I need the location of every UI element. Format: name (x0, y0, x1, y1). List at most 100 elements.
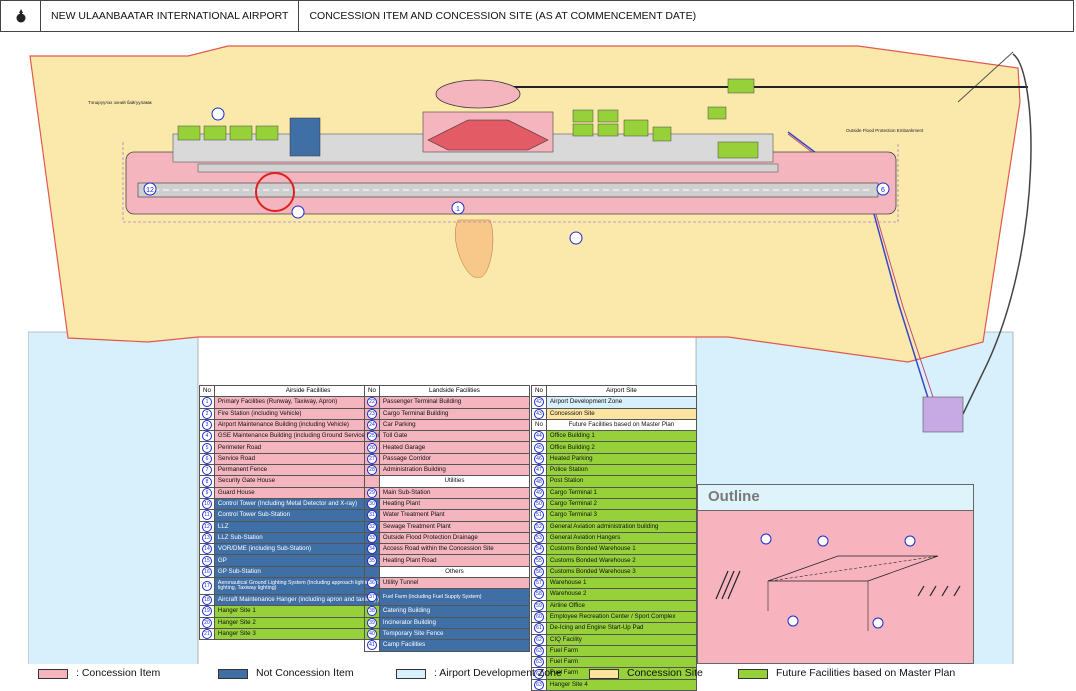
row-number-badge: 43 (533, 409, 544, 419)
row-number: 31 (364, 509, 380, 522)
row-label: Passage Corridor (378, 452, 531, 466)
row-number-badge: 48 (533, 476, 544, 487)
row-label: Car Parking (378, 418, 531, 432)
row-number: 63 (531, 656, 547, 669)
row-number: 30 (364, 497, 380, 511)
row-label: Primary Facilities (Runway, Taxiway, Apr… (213, 396, 403, 409)
row-number: 12 (199, 520, 215, 533)
row-number: 15 (199, 554, 215, 567)
row-number-badge: 37 (366, 592, 377, 603)
access-road (957, 51, 1014, 103)
row-label: Main Sub-Station (378, 486, 531, 499)
row-number-badge: 3 (201, 420, 212, 430)
row-number-badge: 63 (533, 657, 544, 667)
row-label: Airline Office (545, 599, 698, 612)
row-number: 38 (364, 605, 380, 618)
row-number-badge: 58 (533, 589, 544, 600)
runway-no-label: 1 (456, 206, 460, 213)
row-number-badge: 20 (201, 618, 212, 628)
row-number: 56 (531, 565, 547, 579)
legend-label-development-zone: : Airport Development Zone (434, 667, 562, 679)
row-number-badge: 17 (201, 581, 212, 592)
row-label: Fuel Farm (545, 644, 698, 658)
row-number-badge: 57 (533, 578, 544, 588)
row-number: 36 (364, 577, 380, 590)
table-row: Others (364, 565, 531, 579)
highlight-circle (255, 172, 295, 212)
permanent-fence (122, 142, 899, 223)
row-number: 42 (531, 396, 547, 409)
row-label: Passenger Terminal Building (378, 396, 531, 409)
parallel-taxiway (197, 163, 779, 173)
document-header: NEW ULAANBAATAR INTERNATIONAL AIRPORT CO… (0, 0, 1074, 32)
row-label: General Aviation administration building (545, 520, 698, 533)
row-label: Water Treatment Plant (378, 509, 531, 522)
legend-swatch-concession-site (589, 669, 619, 679)
row-label: Catering Building (378, 605, 531, 618)
row-number-badge: 12 (201, 522, 212, 532)
row-number: 41 (364, 639, 380, 652)
row-number (364, 475, 380, 488)
row-label: Incinerator Building (378, 616, 531, 629)
row-number: 28 (364, 464, 380, 477)
col-header: Landside Facilities (378, 384, 531, 398)
row-number: 60 (531, 610, 547, 624)
row-label: Cargo Terminal 3 (545, 509, 698, 522)
legend-swatch-concession-item (38, 669, 68, 679)
row-label: Police Station (545, 464, 698, 477)
col-header: Airport Site (545, 384, 698, 398)
row-number: 29 (364, 486, 380, 499)
row-number: 16 (199, 565, 215, 579)
legend-swatch-future-facilities (738, 669, 768, 679)
airport-development-zone (28, 331, 199, 664)
row-number-badge: 25 (366, 431, 377, 441)
row-number: 32 (364, 520, 380, 533)
row-number-badge: 13 (201, 533, 212, 543)
row-number: 44 (531, 430, 547, 443)
row-number: 22 (364, 396, 380, 409)
row-label: Customs Bonded Warehouse 2 (545, 554, 698, 567)
row-label: Administration Building (378, 464, 531, 477)
row-label: Warehouse 2 (545, 588, 698, 601)
row-number-badge: 18 (201, 595, 212, 605)
row-number-badge: 42 (533, 397, 544, 408)
row-number-badge: 28 (366, 465, 377, 475)
row-number: 45 (531, 441, 547, 454)
row-number: 61 (531, 622, 547, 635)
row-number-badge: 61 (533, 623, 544, 634)
legend-swatch-not-concession-item (218, 669, 248, 679)
row-number-badge: 31 (366, 510, 377, 521)
row-number-badge: 11 (201, 510, 212, 521)
row-label: General Aviation Hangers (545, 531, 698, 545)
row-label: Heated Parking (545, 452, 698, 466)
map-markers (143, 107, 890, 245)
row-number: 50 (531, 497, 547, 511)
annotation-right: Outside Flood Protection Embankment (846, 128, 924, 133)
col-no: No (531, 384, 547, 398)
row-label: Temporary Site Fence (378, 627, 531, 641)
row-number: 19 (199, 605, 215, 618)
row-number-badge: 62 (533, 635, 544, 645)
row-number-badge: 8 (201, 476, 212, 487)
